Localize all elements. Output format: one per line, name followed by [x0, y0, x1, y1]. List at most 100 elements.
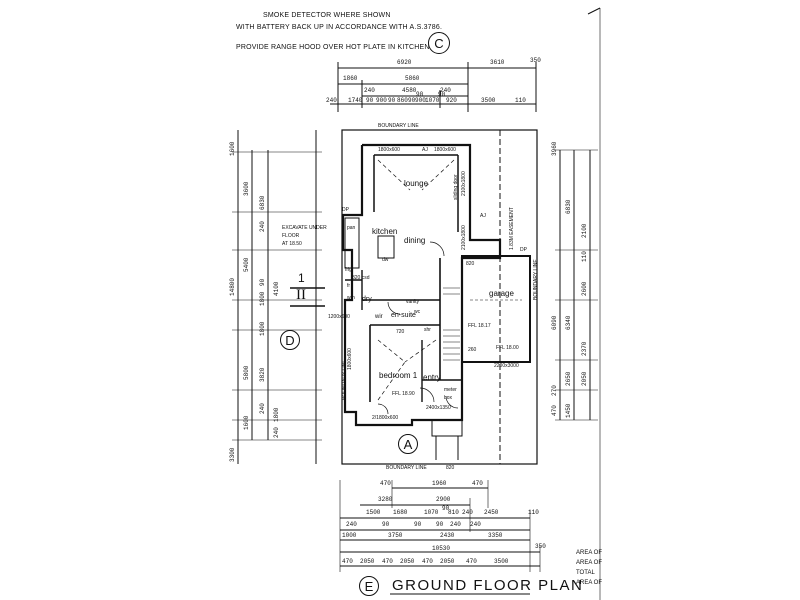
ffl-inner: FFL 18.17 — [468, 323, 491, 329]
dim-top-r4-13: 110 — [515, 97, 526, 104]
dim-bot-r3-4: 810 — [448, 509, 459, 516]
room-bedroom-1: bedroom 1 — [379, 371, 418, 380]
dim-left-2: 6830 — [259, 195, 266, 210]
dim-top-r4-10: 90 — [438, 91, 446, 98]
dim-bot-r4-5: 240 — [470, 521, 481, 528]
room-wir: wir — [375, 314, 383, 320]
dim-bot-r2-0: 3280 — [378, 496, 393, 503]
dim-top-r4-9: 1070 — [425, 97, 440, 104]
excavate-line3: AT 18.50 — [282, 241, 302, 247]
dim-right-10: 470 — [551, 405, 558, 416]
dim-right-8: 1450 — [565, 403, 572, 418]
boundary-top-label: BOUNDARY LINE — [378, 123, 419, 129]
dim-left-7: 1800 — [259, 291, 266, 306]
dim-right-3: 6340 — [565, 315, 572, 330]
dim-bot-r5-1: 3750 — [388, 532, 403, 539]
section-number: 1 — [298, 271, 305, 285]
label-dw: dw — [382, 257, 389, 263]
dim-bot-r5-0: 1000 — [342, 532, 357, 539]
dim-right-4: 2600 — [581, 281, 588, 296]
dim-bot-r4-3: 90 — [436, 521, 444, 528]
dim-left-6: 90 — [259, 278, 266, 286]
window-top-1: 1800x600 — [378, 147, 400, 153]
label-meter: meter — [444, 387, 457, 393]
label-wc: wc — [414, 309, 421, 315]
dim-left-3: 240 — [259, 221, 266, 232]
dim-bot-r3-3: 90 — [442, 505, 450, 512]
dim-bot-r2-1: 2900 — [436, 496, 451, 503]
dim-bot-r4-2: 90 — [414, 521, 422, 528]
dim-left-1: 3600 — [243, 181, 250, 196]
dim-bot-r5-3: 3350 — [488, 532, 503, 539]
marker-e: E — [359, 576, 379, 596]
dim-left-9: 3820 — [259, 367, 266, 382]
dim-right-5: 6090 — [551, 315, 558, 330]
section-roman: II — [296, 287, 306, 303]
dim-top-1860: 1860 — [343, 75, 358, 82]
dim-top-5860: 5860 — [405, 75, 420, 82]
area-line-3: TOTAL — [576, 570, 595, 576]
dim-top-r4-12: 3500 — [481, 97, 496, 104]
dim-left-8: 5800 — [243, 365, 250, 380]
dim-top-r4-5: 860 — [397, 97, 408, 104]
note-battery-backup: WITH BATTERY BACK UP IN ACCORDANCE WITH … — [236, 24, 443, 31]
window-bottom: 2/1800x600 — [372, 415, 399, 421]
dim-left-15: 1800 — [273, 407, 280, 422]
dim-top-r4-6: 90 — [408, 97, 416, 104]
boundary-right-label: BOUNDARY LINE — [533, 259, 539, 300]
label-sliding-door: sliding door — [453, 174, 459, 200]
area-line-2: AREA OF — [576, 560, 603, 566]
dim-bot-r7-5: 2050 — [440, 558, 455, 565]
garage-door-size: 2200x3000 — [494, 363, 519, 369]
dim-bot-r6-0: 10530 — [432, 545, 451, 552]
room-ensuite: en-suite — [391, 312, 416, 319]
room-kitchen: kitchen — [372, 227, 398, 236]
dim-top-240a: 240 — [364, 87, 375, 94]
marker-c: C — [428, 32, 450, 54]
dim-right-11: 2650 — [565, 371, 572, 386]
label-aj-top: AJ — [422, 147, 428, 153]
dim-bot-r7-3: 2050 — [400, 558, 415, 565]
label-aj-side: AJ — [480, 213, 486, 219]
window-top-2: 1800x600 — [434, 147, 456, 153]
dim-bot-r4-0: 240 — [346, 521, 357, 528]
dim-top-r4-1: 1740 — [348, 97, 363, 104]
dim-top-r4-7: 900 — [415, 97, 426, 104]
window-bedroom: 1800x600 — [347, 348, 353, 370]
window-lounge: 2100x1800 — [461, 171, 467, 196]
label-door-820: 820 — [466, 261, 475, 267]
label-door-260: 260 — [468, 347, 477, 353]
window-entry: 2400x1350 — [426, 405, 451, 411]
plan-title: GROUND FLOOR PLAN — [392, 577, 584, 594]
room-dry: dry — [362, 296, 372, 303]
dim-bot-r7-4: 470 — [422, 558, 433, 565]
dim-bot-r1-0: 470 — [380, 480, 391, 487]
dim-right-6: 2370 — [581, 341, 588, 356]
label-pan: pan — [347, 225, 356, 231]
dim-top-3610: 3610 — [490, 59, 505, 66]
label-shr: shr — [424, 327, 431, 333]
ffl-bedroom: FFL 18.90 — [392, 391, 415, 397]
dim-bot-r7-2: 470 — [382, 558, 393, 565]
dim-left-14: 3300 — [229, 447, 236, 462]
dim-right-7: 2050 — [581, 371, 588, 386]
label-entry-door: 820 — [446, 465, 455, 471]
label-frig: frig — [345, 267, 352, 273]
note-range-hood: PROVIDE RANGE HOOD OVER HOT PLATE IN KIT… — [236, 44, 432, 51]
label-vanity: vanity — [406, 299, 420, 305]
dim-bot-r3-7: 110 — [528, 509, 539, 516]
room-garage: garage — [489, 289, 514, 298]
dim-bot-r7-7: 3500 — [494, 558, 509, 565]
dim-left-0: 1600 — [229, 141, 236, 156]
dim-right-9: 270 — [551, 385, 558, 396]
dim-top-6920: 6920 — [397, 59, 412, 66]
label-dp-left: DP — [342, 207, 349, 213]
dim-top-350: 350 — [530, 57, 541, 64]
dim-bot-r3-5: 240 — [462, 509, 473, 516]
label-csd: 820 csd — [352, 275, 370, 281]
dim-left-12: 1600 — [243, 415, 250, 430]
dim-left-5: 5400 — [243, 257, 250, 272]
dim-bot-r4-1: 90 — [382, 521, 390, 528]
dim-left-10: 1800 — [259, 321, 266, 336]
